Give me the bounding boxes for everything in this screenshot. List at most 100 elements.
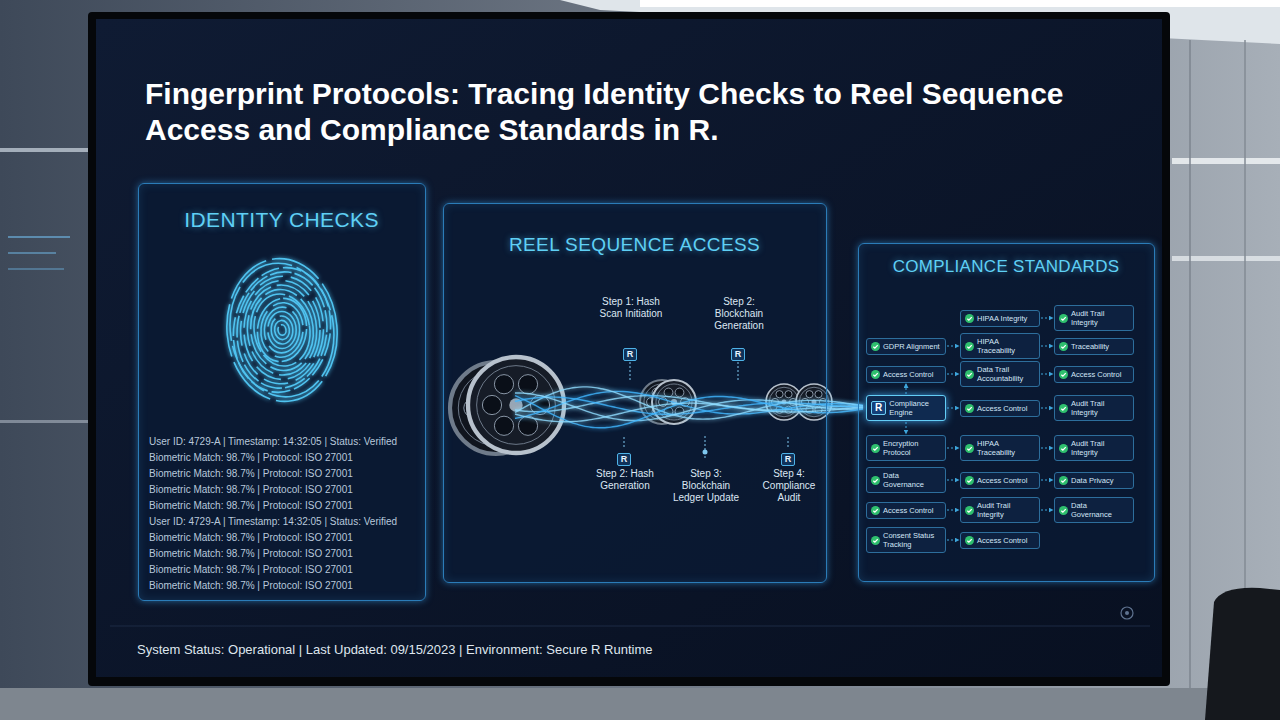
check-circle xyxy=(1059,314,1068,323)
check-icon xyxy=(871,476,880,485)
leader-line xyxy=(788,436,789,447)
standard-box: GDPR Alignment xyxy=(866,338,946,355)
check-icon xyxy=(1059,404,1068,413)
step-label: Step 4: Compliance Audit xyxy=(754,468,824,504)
connector xyxy=(1041,408,1053,409)
standard-label: Access Control xyxy=(977,404,1035,413)
standard-box: Data Privacy xyxy=(1054,472,1134,489)
wall-light xyxy=(1172,158,1280,164)
wall-light xyxy=(1172,256,1280,261)
check-mark xyxy=(1061,447,1065,450)
check-mark xyxy=(1061,373,1065,376)
check-mark xyxy=(873,447,877,450)
connector xyxy=(947,448,959,449)
data-stream xyxy=(515,391,863,418)
r-badge: R xyxy=(781,453,796,466)
check-circle xyxy=(871,444,880,453)
monitor-bezel xyxy=(88,12,1170,686)
check-mark xyxy=(1061,479,1065,482)
standard-box: Data Trail Accountability xyxy=(960,361,1040,387)
connector xyxy=(1041,480,1053,481)
fingerprint-ridge xyxy=(270,315,294,345)
check-mark xyxy=(873,509,877,512)
status-icon xyxy=(1121,607,1133,619)
standard-label: HIPAA Integrity xyxy=(977,314,1035,323)
fingerprint-ridge xyxy=(264,307,301,354)
distant-screen xyxy=(8,252,56,254)
text-slot: Biometric Match: 98.7% | Protocol: ISO 2… xyxy=(149,479,415,497)
leader-line xyxy=(705,436,706,458)
glass-reflection xyxy=(0,148,88,152)
check-circle xyxy=(871,536,880,545)
check-icon xyxy=(1059,370,1068,379)
step-label: Step 1: Hash Scan Initiation xyxy=(593,296,669,320)
standard-label: Consent Status Tracking xyxy=(883,531,941,549)
log-line: Biometric Match: 98.7% | Protocol: ISO 2… xyxy=(149,563,353,576)
connector xyxy=(947,374,959,375)
fingerprint xyxy=(221,254,343,406)
label-slot: R xyxy=(718,343,758,361)
check-icon xyxy=(965,404,974,413)
status-icon-dot xyxy=(1125,611,1129,615)
data-stream xyxy=(515,403,863,422)
check-icon xyxy=(1059,314,1068,323)
r-badge: R xyxy=(617,453,632,466)
standard-label: Traceability xyxy=(1071,342,1129,351)
check-icon xyxy=(871,370,880,379)
check-circle xyxy=(965,370,974,379)
fingerprint-ridge xyxy=(277,324,287,336)
check-icon xyxy=(871,342,880,351)
panel-heading: IDENTITY CHECKS xyxy=(184,208,379,232)
glass-reflection xyxy=(0,420,88,423)
panel: IDENTITY CHECKS User ID: 4729-A | Timesta… xyxy=(138,183,426,601)
log-line: Biometric Match: 98.7% | Protocol: ISO 2… xyxy=(149,579,353,592)
standard-label: Access Control xyxy=(1071,370,1129,379)
check-icon xyxy=(965,314,974,323)
step-label: Step 2: Hash Generation xyxy=(587,468,663,492)
reel-hole xyxy=(776,391,783,398)
check-circle xyxy=(1059,404,1068,413)
text-slot: Biometric Match: 98.7% | Protocol: ISO 2… xyxy=(149,543,415,561)
text-slot: Biometric Match: 98.7% | Protocol: ISO 2… xyxy=(149,527,415,545)
connector xyxy=(947,408,959,409)
text-slot: Biometric Match: 98.7% | Protocol: ISO 2… xyxy=(149,463,415,481)
standard-box: HIPAA Traceability xyxy=(960,333,1040,359)
standard-label: Access Control xyxy=(883,370,941,379)
step-label: Step 3: Blockchain Ledger Update xyxy=(671,468,741,504)
leader-line xyxy=(738,358,739,380)
leader-line xyxy=(624,436,625,447)
reel-hole xyxy=(494,416,513,435)
check-circle xyxy=(965,404,974,413)
check-mark xyxy=(967,539,971,542)
check-icon xyxy=(965,506,974,515)
check-mark xyxy=(967,479,971,482)
check-mark xyxy=(967,345,971,348)
check-circle xyxy=(965,314,974,323)
reel-hole xyxy=(675,388,684,397)
check-icon xyxy=(965,370,974,379)
check-icon xyxy=(965,476,974,485)
text-slot: COMPLIANCE STANDARDS xyxy=(859,257,1153,277)
standard-label: HIPAA Traceability xyxy=(977,337,1035,355)
caption-slot: System Status: Operational | Last Update… xyxy=(137,640,1137,658)
text-slot: Step 2: Blockchain Generation xyxy=(701,296,777,333)
check-circle xyxy=(1059,342,1068,351)
floor xyxy=(0,688,1280,720)
chair xyxy=(1205,588,1280,720)
log-line: Biometric Match: 98.7% | Protocol: ISO 2… xyxy=(149,483,353,496)
reel-hole xyxy=(494,375,513,394)
connector xyxy=(947,480,959,481)
standard-box: Access Control xyxy=(960,532,1040,549)
check-mark xyxy=(873,345,877,348)
standard-label: Access Control xyxy=(883,506,941,515)
standard-box: Data Governance xyxy=(866,467,946,493)
standard-label: Data Privacy xyxy=(1071,476,1129,485)
check-icon xyxy=(1059,476,1068,485)
check-mark xyxy=(967,509,971,512)
standard-box: Audit Trail Integrity xyxy=(1054,305,1134,331)
log-line: User ID: 4729-A | Timestamp: 14:32:05 | … xyxy=(149,435,397,448)
check-circle xyxy=(871,506,880,515)
fingerprint-ridge xyxy=(222,256,343,403)
check-icon xyxy=(871,444,880,453)
